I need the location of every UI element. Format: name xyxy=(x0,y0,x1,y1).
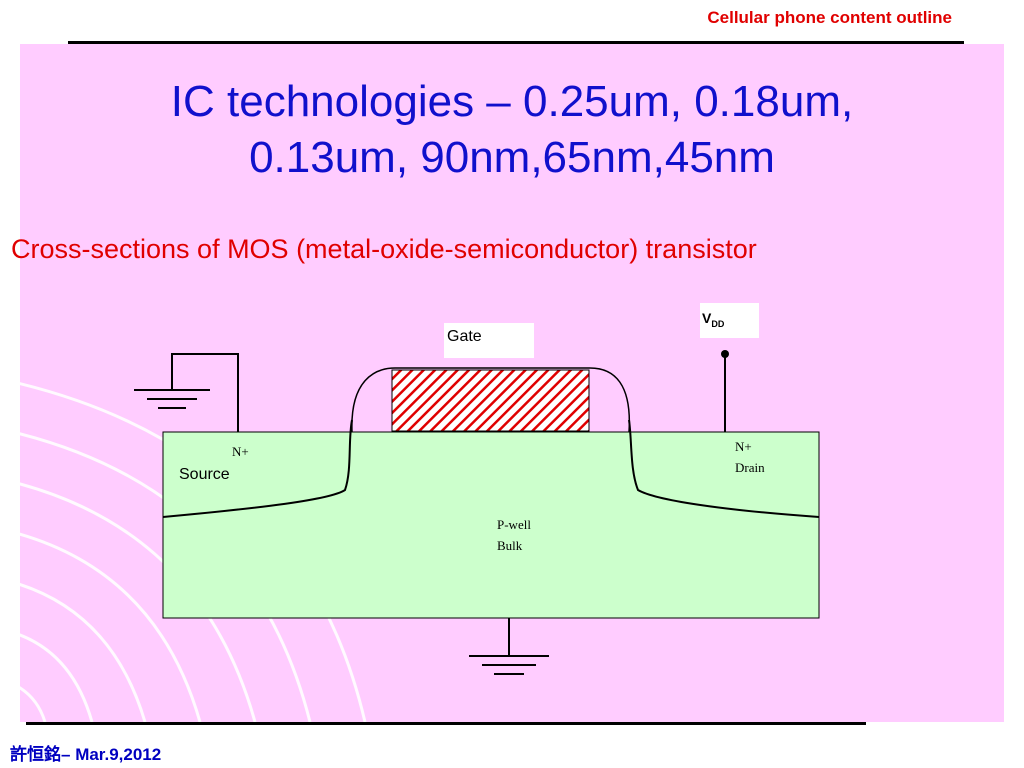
drain-junction xyxy=(628,419,820,518)
vdd-label-box xyxy=(700,303,759,338)
slide-title-line-1: IC technologies – 0.25um, 0.18um, xyxy=(170,77,854,126)
well-label: P-well xyxy=(497,517,531,532)
source-type-label: N+ xyxy=(232,444,249,459)
slide-subtitle: Cross-sections of MOS (metal-oxide-semic… xyxy=(11,234,757,264)
slide-title-line-2: 0.13um, 90nm,65nm,45nm xyxy=(249,133,775,182)
vdd-terminal xyxy=(721,350,729,358)
drain-label: Drain xyxy=(735,460,765,475)
footer: 許恒銘– Mar.9,2012 xyxy=(10,740,161,765)
source-wire xyxy=(171,353,239,432)
footer-separator: – xyxy=(61,745,76,764)
substrate xyxy=(162,431,820,619)
source-junction xyxy=(162,419,353,518)
slide-title: IC technologies – 0.25um, 0.18um, 0.13um… xyxy=(0,74,1024,186)
top-divider xyxy=(68,41,964,44)
header-title: Cellular phone content outline xyxy=(707,8,952,27)
vdd-label: VDD xyxy=(702,310,725,329)
footer-author: 許恒銘 xyxy=(10,745,61,765)
drain-type-label: N+ xyxy=(735,439,752,454)
footer-date: Mar.9,2012 xyxy=(75,745,162,764)
bulk-label: Bulk xyxy=(497,538,523,553)
vdd-label-sub: DD xyxy=(711,319,724,329)
gate-oxide-outline xyxy=(351,367,631,433)
bottom-divider xyxy=(26,722,866,725)
vdd-label-main: V xyxy=(702,310,712,326)
gate-label-box xyxy=(444,323,534,358)
gate-label: Gate xyxy=(447,328,482,345)
gate-poly xyxy=(391,369,590,432)
source-label: Source xyxy=(179,466,230,483)
